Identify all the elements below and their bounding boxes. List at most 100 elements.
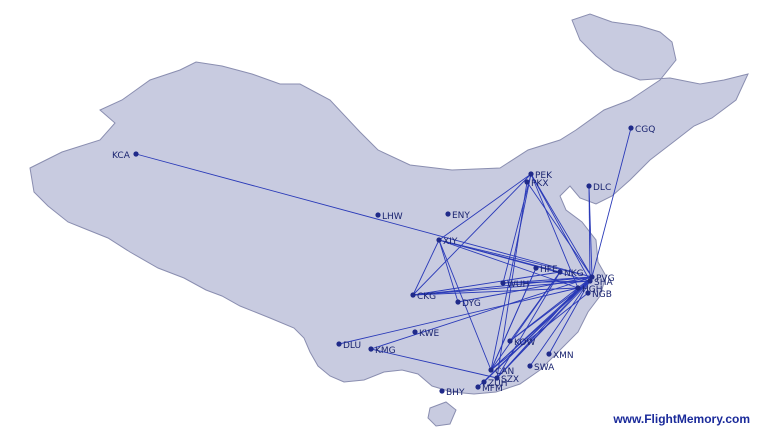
route-pek-can — [490, 173, 532, 371]
airport-label: CGQ — [635, 125, 655, 135]
airport-swa[interactable]: SWA — [527, 363, 555, 373]
route-kmg-pvg — [370, 276, 593, 350]
airport-dlu[interactable]: DLU — [336, 341, 361, 351]
airport-marker-icon — [436, 237, 442, 243]
airport-label: KCA — [112, 151, 131, 161]
airport-label: ZUH — [488, 379, 508, 389]
airport-marker-icon — [133, 151, 139, 157]
airport-marker-icon — [533, 265, 539, 271]
airport-label: LHW — [382, 212, 403, 222]
airport-ckg[interactable]: CKG — [410, 292, 436, 302]
airport-hfe[interactable]: HFE — [533, 265, 558, 275]
airport-xmn[interactable]: XMN — [546, 351, 574, 361]
airport-label: WUH — [507, 280, 529, 290]
airport-hgh[interactable]: HGH — [575, 285, 603, 295]
china-outline — [29, 13, 749, 395]
airport-label: NKG — [564, 269, 584, 279]
airport-marker-icon — [587, 278, 593, 284]
route-kmg-szx — [370, 348, 498, 379]
airport-label: PEK — [535, 171, 553, 181]
airport-zuh[interactable]: ZUH — [481, 379, 508, 389]
airport-label: PKX — [531, 179, 549, 189]
airport-marker-icon — [589, 274, 595, 280]
airport-pek[interactable]: PEK — [528, 171, 553, 181]
airport-label: BHY — [446, 388, 465, 398]
airport-label: PVG — [596, 274, 615, 284]
airport-marker-icon — [524, 179, 530, 185]
airport-nkg[interactable]: NKG — [557, 269, 584, 279]
airport-marker-icon — [445, 211, 451, 217]
airport-marker-icon — [528, 171, 534, 177]
airport-label: ENY — [452, 211, 470, 221]
airport-sha[interactable]: SHA — [587, 278, 613, 288]
route-pek-hgh — [530, 173, 579, 289]
airport-marker-icon — [575, 285, 581, 291]
airport-marker-icon — [546, 351, 552, 357]
airport-marker-icon — [481, 379, 487, 385]
route-swa-pvg — [529, 276, 593, 367]
hainan-outline — [427, 401, 457, 427]
airport-label: SZX — [501, 375, 519, 385]
airport-label: KMG — [375, 346, 396, 356]
airport-ngb[interactable]: NGB — [585, 290, 612, 300]
airport-label: HFE — [540, 265, 558, 275]
airport-dyg[interactable]: DYG — [455, 299, 481, 309]
route-kow-sha — [509, 280, 591, 342]
airport-kmg[interactable]: KMG — [368, 346, 396, 356]
airport-label: MFM — [482, 384, 503, 394]
airport-bhy[interactable]: BHY — [439, 388, 465, 398]
airport-kwe[interactable]: KWE — [412, 329, 439, 339]
airport-pkx[interactable]: PKX — [524, 179, 549, 189]
route-pek-xiy — [438, 173, 532, 241]
airport-can[interactable]: CAN — [488, 367, 514, 377]
airport-marker-icon — [494, 375, 500, 381]
airport-marker-icon — [336, 341, 342, 347]
airport-kca[interactable]: KCA — [112, 151, 139, 161]
airport-marker-icon — [455, 299, 461, 305]
route-dlu-hgh — [338, 287, 579, 345]
airport-marker-icon — [488, 367, 494, 373]
airport-cgq[interactable]: CGQ — [628, 125, 655, 135]
airport-marker-icon — [585, 290, 591, 296]
airport-szx[interactable]: SZX — [494, 375, 519, 385]
airport-kow[interactable]: KOW — [507, 338, 535, 348]
airport-eny[interactable]: ENY — [445, 211, 470, 221]
airport-mfm[interactable]: MFM — [475, 384, 503, 394]
route-xiy-pvg — [438, 239, 593, 278]
airport-label: XIY — [443, 237, 458, 247]
route-dyg-pvg — [457, 276, 593, 303]
airport-label: SHA — [594, 278, 613, 288]
route-cgq-pvg — [591, 127, 632, 278]
airport-label: DLU — [343, 341, 361, 351]
route-dlc-sha — [588, 185, 591, 282]
route-ckg-pvg — [412, 276, 593, 296]
airport-marker-icon — [507, 338, 513, 344]
airport-pvg[interactable]: PVG — [589, 274, 615, 284]
route-szx-sha — [496, 280, 591, 379]
airport-label: HGH — [582, 285, 603, 295]
airport-wuh[interactable]: WUH — [500, 280, 529, 290]
airport-marker-icon — [500, 280, 506, 286]
airport-marker-icon — [527, 363, 533, 369]
airport-label: CAN — [495, 367, 514, 377]
airport-lhw[interactable]: LHW — [375, 212, 403, 222]
route-szx-nkg — [496, 271, 561, 379]
route-ckg-hgh — [412, 287, 579, 296]
airport-xiy[interactable]: XIY — [436, 237, 458, 247]
watermark[interactable]: www.FlightMemory.com — [613, 412, 750, 426]
route-pek-pvg — [530, 173, 593, 278]
airport-marker-icon — [475, 384, 481, 390]
route-wuh-pvg — [502, 276, 593, 284]
airport-label: XMN — [553, 351, 574, 361]
route-pek-ckg — [412, 173, 532, 296]
route-xiy-sha — [438, 239, 591, 282]
route-mfm-pvg — [477, 276, 593, 388]
airport-marker-icon — [412, 329, 418, 335]
route-ckg-nkg — [412, 271, 561, 296]
route-xiy-ckg — [412, 239, 440, 296]
airport-label: NGB — [592, 290, 612, 300]
route-xiy-can — [438, 239, 492, 371]
airport-dlc[interactable]: DLC — [586, 183, 611, 193]
airport-label: CKG — [417, 292, 436, 302]
